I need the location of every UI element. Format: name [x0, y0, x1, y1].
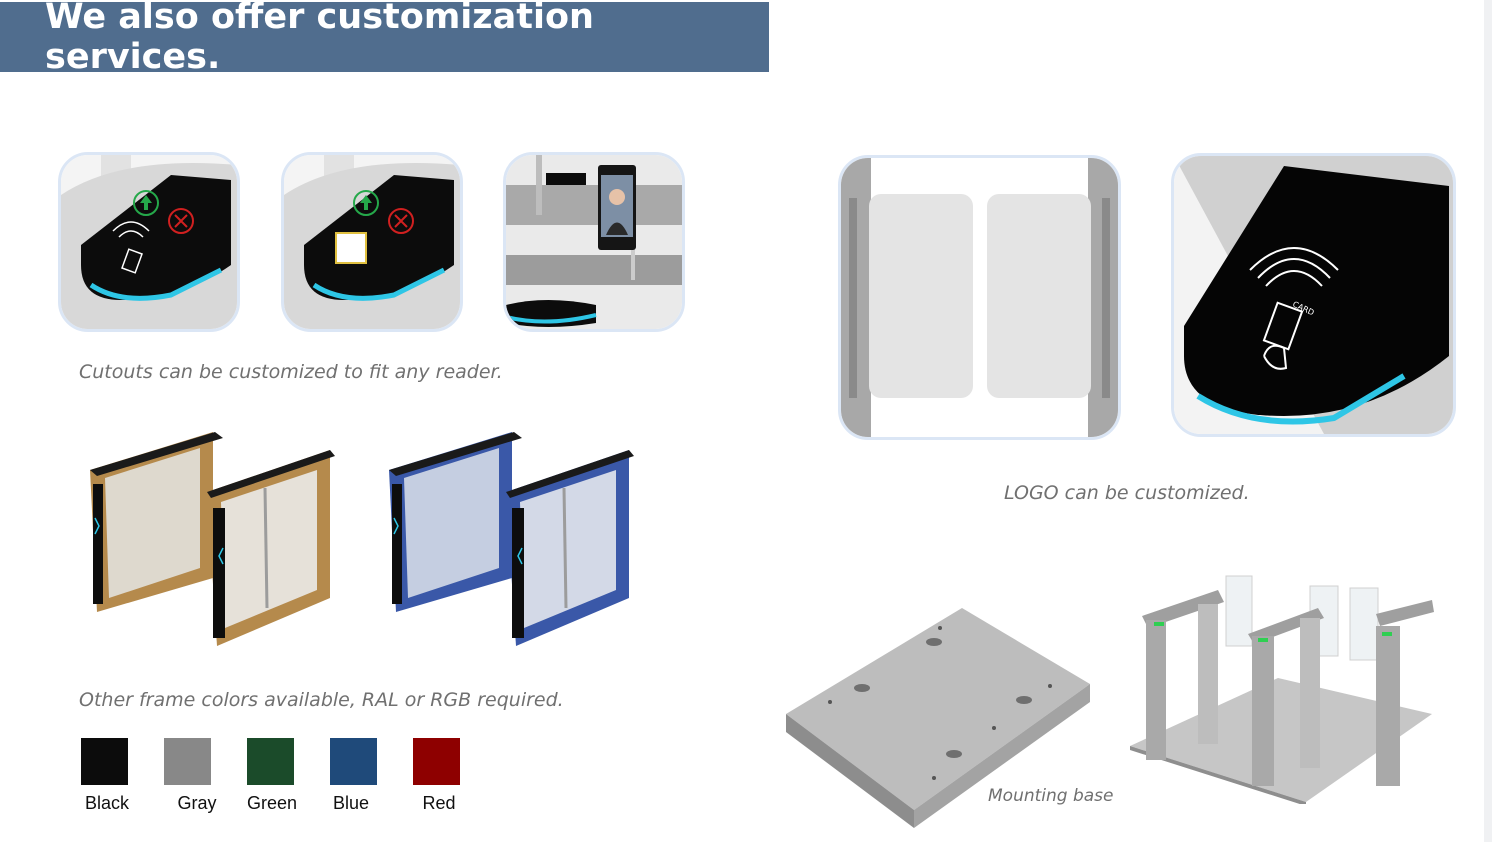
swatch-green [247, 738, 294, 785]
mounting-base-image [784, 606, 1092, 830]
gold-frame-gate-image [85, 428, 335, 650]
caption-logo: LOGO can be customized. [1004, 482, 1250, 504]
gates-on-base-image [1128, 574, 1434, 804]
swatch-red [413, 738, 460, 785]
swatch-label-gray: Gray [177, 793, 217, 813]
page-edge [1484, 0, 1492, 842]
caption-cutouts: Cutouts can be customized to fit any rea… [79, 361, 503, 383]
reader-cutout-face-image [503, 152, 685, 332]
swatch-blue [330, 738, 377, 785]
swatch-gray [164, 738, 211, 785]
logo-panels-image [838, 155, 1121, 440]
swatch-black [81, 738, 128, 785]
reader-cutout-qr-image [281, 152, 463, 332]
swatch-label-blue: Blue [332, 793, 370, 813]
blue-frame-gate-image [384, 428, 634, 650]
page-title: We also offer customization services. [0, 0, 769, 77]
swatch-label-green: Green [246, 793, 298, 813]
reader-cutout-card-image [58, 152, 240, 332]
caption-colors: Other frame colors available, RAL or RGB… [79, 689, 564, 711]
swatch-label-red: Red [422, 793, 456, 813]
swatch-label-black: Black [84, 793, 129, 813]
caption-mounting-base: Mounting base [988, 786, 1114, 806]
logo-reader-image: CARD [1171, 153, 1456, 437]
